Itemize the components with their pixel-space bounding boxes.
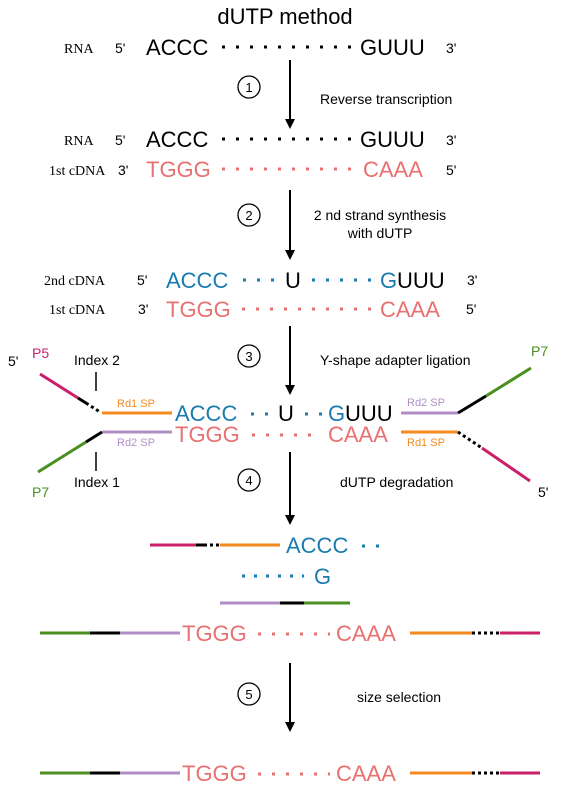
rna-seq-3: GUUU (360, 127, 425, 152)
second-cdna-label: 2nd cDNA (44, 274, 106, 289)
cdna1-seq-5: TGGG (146, 157, 211, 182)
three-prime-label: 3' (118, 162, 128, 178)
cdna2-seq-5: ACCC (166, 268, 228, 293)
step-number-2: 2 (245, 208, 252, 223)
rna-strand-1: RNA 5' ACCC GUUU 3' (64, 35, 456, 60)
five-prime-label: 5' (115, 132, 125, 148)
step-number-3: 3 (245, 349, 252, 364)
adapter-ligated-fragment: 5' P5 Index 2 Rd1 SP Rd2 SP Index 1 P7 A… (8, 343, 548, 500)
index2-dotted (85, 401, 101, 414)
rna-seq-3: GUUU (360, 35, 425, 60)
step-label-2-line1: 2 nd strand synthesis (314, 207, 446, 223)
p5-adapter-segment (481, 446, 531, 483)
five-prime-label: 5' (538, 484, 548, 500)
step-label-4: dUTP degradation (340, 474, 453, 490)
step-label-5: size selection (357, 689, 441, 705)
step-number-circle-2 (237, 203, 261, 227)
rna-strand-2: RNA 5' ACCC GUUU 3' (64, 127, 456, 152)
p5-label: P5 (32, 345, 49, 361)
step-number-5: 5 (245, 687, 252, 702)
step-label-3: Y-shape adapter ligation (320, 352, 471, 368)
five-prime-label: 5' (446, 162, 456, 178)
first-cdna-strand-1: 1st cDNA 3' TGGG CAAA 5' (49, 157, 456, 182)
cdna2-seq-g: G (314, 564, 331, 589)
step-number-circle-5 (237, 682, 261, 706)
first-cdna-label: 1st cDNA (49, 303, 106, 318)
three-prime-label: 3' (446, 40, 456, 56)
five-prime-label: 5' (115, 40, 125, 56)
rd1-sp-label: Rd1 SP (117, 398, 155, 410)
step-label-2-line2: with dUTP (347, 225, 413, 241)
cdna2-seq-u: U (278, 401, 294, 426)
five-prime-label: 5' (137, 272, 147, 288)
cdna1-seq-3: CAAA (363, 157, 423, 182)
cdna2-seq-5: ACCC (175, 401, 237, 426)
three-prime-label: 3' (467, 272, 477, 288)
five-prime-label: 5' (8, 353, 18, 369)
rd2-sp-label: Rd2 SP (407, 397, 445, 409)
cdna2-seq-uuu: UUU (397, 268, 445, 293)
p5-adapter-segment (39, 372, 79, 400)
cdna2-seq-uuu: UUU (345, 401, 393, 426)
rd1-sp-label: Rd1 SP (407, 437, 445, 449)
cdna2-seq-g: G (328, 401, 345, 426)
cdna1-seq-5: TGGG (182, 761, 247, 786)
step-number-4: 4 (245, 473, 252, 488)
index2-segment (77, 396, 87, 405)
cdna1-seq-5: TGGG (166, 297, 231, 322)
step-number-1: 1 (245, 80, 252, 95)
diagram-title: dUTP method (217, 4, 352, 29)
index1-segment (85, 430, 103, 444)
cdna1-seq-3: CAAA (380, 297, 440, 322)
p7-adapter-segment (37, 440, 87, 474)
index2-label: Index 2 (74, 352, 120, 368)
rd2-sp-label: Rd2 SP (117, 437, 155, 449)
cdna1-seq-5: TGGG (182, 621, 247, 646)
final-library-fragment: TGGG CAAA (40, 761, 540, 786)
cdna1-seq-5: TGGG (175, 422, 240, 447)
degraded-fragments: ACCC G TGGG CAAA (40, 533, 540, 646)
step-number-circle-1 (237, 75, 261, 99)
cdna2-seq-g: G (380, 268, 397, 293)
step-number-circle-4 (237, 468, 261, 492)
cdna2-seq-u: U (285, 268, 301, 293)
first-cdna-strand-2: 1st cDNA 3' TGGG CAAA 5' (49, 297, 476, 322)
three-prime-label: 3' (446, 132, 456, 148)
cdna2-seq-5: ACCC (286, 533, 348, 558)
step-number-circle-3 (237, 344, 261, 368)
five-prime-label: 5' (466, 301, 476, 317)
index1-label: Index 1 (74, 474, 120, 490)
rna-label: RNA (64, 134, 94, 149)
cdna1-seq-3: CAAA (328, 422, 388, 447)
cdna1-seq-3: CAAA (336, 761, 396, 786)
p7-label: P7 (32, 484, 49, 500)
first-cdna-label: 1st cDNA (49, 164, 106, 179)
p7-adapter-segment (485, 366, 532, 398)
three-prime-label: 3' (138, 301, 148, 317)
second-cdna-strand: 2nd cDNA 5' ACCC U G UUU 3' (44, 268, 477, 293)
rna-label: RNA (64, 42, 94, 57)
rna-seq-5: ACCC (146, 127, 208, 152)
cdna1-seq-3: CAAA (336, 621, 396, 646)
p7-label: P7 (531, 343, 548, 359)
index-dotted-right-lower (457, 430, 483, 450)
index-segment-right-upper (457, 394, 487, 415)
rna-seq-5: ACCC (146, 35, 208, 60)
step-label-1: Reverse transcription (320, 91, 452, 107)
